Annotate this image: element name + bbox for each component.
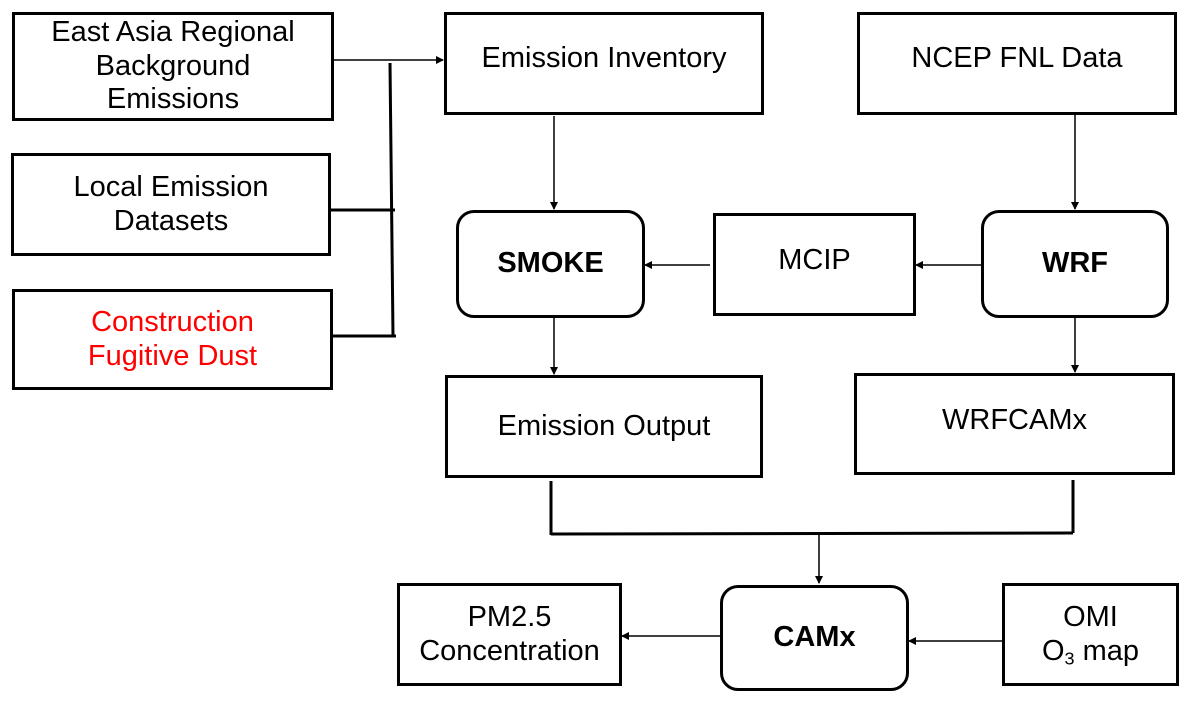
node-label-line: Concentration: [419, 634, 600, 667]
node-local-emission-datasets: Local Emission Datasets: [11, 153, 331, 256]
node-label: WRFCAMx: [942, 404, 1087, 437]
node-label: Emission Output: [497, 409, 711, 442]
node-smoke: SMOKE: [456, 210, 645, 318]
node-east-asia-emissions: East Asia Regional Background Emissions: [12, 12, 334, 121]
node-label: SMOKE: [497, 247, 604, 280]
node-ncep-fnl-data: NCEP FNL Data: [857, 12, 1177, 115]
node-wrfcamx: WRFCAMx: [854, 373, 1175, 475]
edge-bus-vertical: [388, 62, 395, 337]
node-emission-inventory: Emission Inventory: [444, 12, 764, 115]
node-label: NCEP FNL Data: [911, 41, 1123, 74]
node-label-line: East Asia Regional: [51, 16, 295, 49]
node-mcip: MCIP: [713, 213, 916, 316]
node-camx: CAMx: [720, 585, 909, 691]
node-pm25-concentration: PM2.5 Concentration: [397, 583, 622, 686]
edge-merge-horizontal: [550, 531, 1074, 536]
node-construction-fugitive-dust: Construction Fugitive Dust: [12, 289, 333, 390]
node-label-line: Local Emission: [73, 171, 269, 204]
node-label: CAMx: [773, 621, 856, 654]
o3-subscript: 3: [1064, 647, 1075, 668]
node-label: MCIP: [778, 243, 851, 276]
map-text: map: [1074, 634, 1140, 667]
node-label: WRF: [1041, 247, 1109, 280]
node-label-line: Emissions: [106, 83, 240, 116]
node-label-line: OMI: [1063, 601, 1118, 634]
node-label-line: PM2.5: [467, 601, 552, 634]
node-label-line: O3 map: [1042, 635, 1139, 668]
node-label-line: Background: [95, 49, 251, 82]
node-omi-o3-map: OMI O3 map: [1002, 583, 1179, 686]
node-label-line: Datasets: [113, 204, 229, 237]
node-label-line: Fugitive Dust: [87, 339, 258, 372]
node-wrf: WRF: [981, 210, 1169, 318]
node-emission-output: Emission Output: [445, 375, 763, 478]
node-label-line: Construction: [91, 306, 254, 339]
node-label: Emission Inventory: [481, 41, 727, 74]
o3-symbol: O: [1041, 634, 1065, 667]
